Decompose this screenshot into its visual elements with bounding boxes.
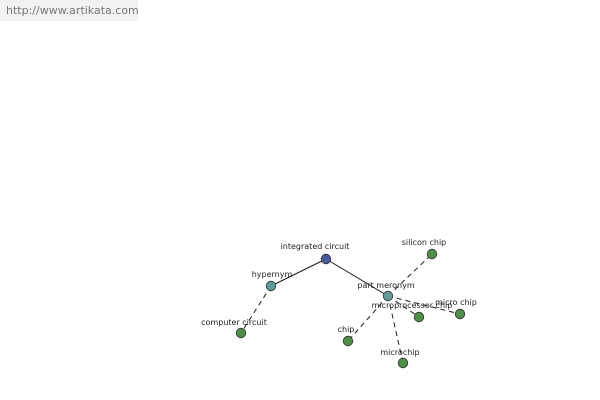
node-label-chip: chip xyxy=(338,325,355,334)
node-integrated-circuit[interactable] xyxy=(320,253,332,265)
url-link[interactable]: http://www.artikata.com xyxy=(0,0,139,21)
node-label-micro-chip: micro chip xyxy=(435,298,477,307)
node-hypernym[interactable] xyxy=(265,280,277,292)
node-silicon-chip[interactable] xyxy=(426,248,438,260)
graph-labels: integrated circuit hypernym part meronym co… xyxy=(201,238,477,357)
edge-part-meronym-to-micro-chip xyxy=(387,295,461,315)
node-label-silicon-chip: silicon chip xyxy=(402,238,447,247)
node-label-hypernym: hypernym xyxy=(252,270,293,279)
graph-nodes xyxy=(235,248,466,369)
node-chip[interactable] xyxy=(342,335,354,347)
node-label-microprocessor-chip: microprocessor chip xyxy=(372,301,453,310)
node-microchip[interactable] xyxy=(397,357,409,369)
node-label-part-meronym: part meronym xyxy=(357,281,414,290)
node-part-meronym[interactable] xyxy=(382,290,394,302)
node-label-computer-circuit: computer circuit xyxy=(201,318,267,327)
node-computer-circuit[interactable] xyxy=(235,327,247,339)
edge-part-meronym-to-microprocessor-chip xyxy=(387,295,420,318)
edge-integrated-circuit-to-part-meronym xyxy=(325,258,389,297)
node-microprocessor-chip[interactable] xyxy=(413,311,425,323)
graph-edges xyxy=(240,253,461,364)
edge-integrated-circuit-to-hypernym xyxy=(270,258,327,287)
edge-part-meronym-to-silicon-chip xyxy=(387,253,433,297)
edge-hypernym-to-computer-circuit xyxy=(240,285,272,334)
edge-part-meronym-to-microchip xyxy=(387,295,404,364)
node-micro-chip[interactable] xyxy=(454,308,466,320)
node-label-integrated-circuit: integrated circuit xyxy=(281,242,350,251)
edge-part-meronym-to-chip xyxy=(347,295,389,342)
node-label-microchip: microchip xyxy=(380,348,419,357)
